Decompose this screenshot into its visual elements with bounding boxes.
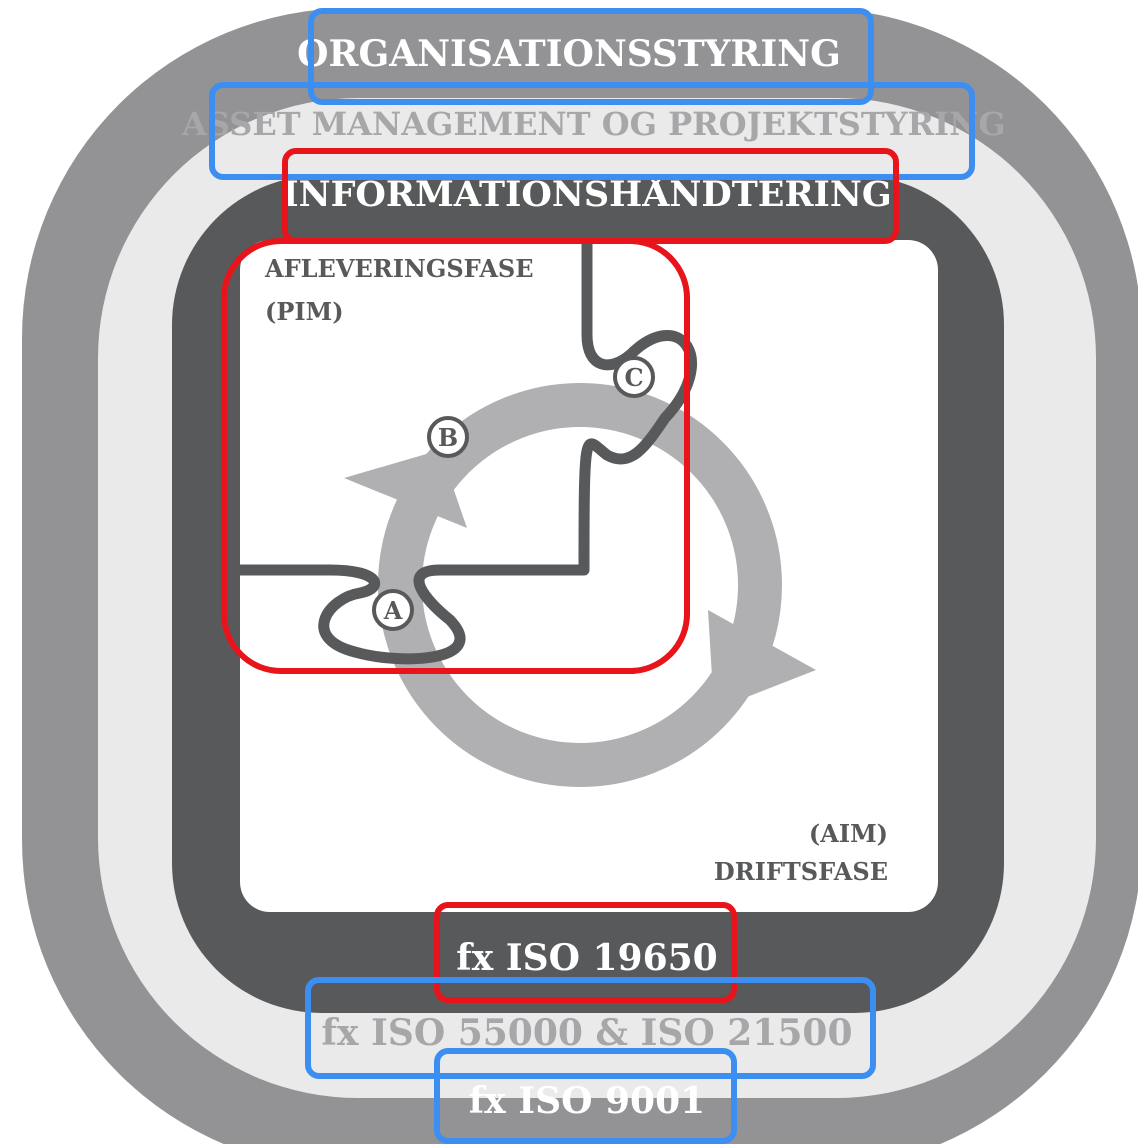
asset-management-standard: fx ISO 55000 & ISO 21500	[321, 1012, 853, 1054]
operation-phase-label: DRIFTSFASE	[713, 857, 888, 886]
point-a-label: A	[383, 596, 403, 625]
lifecycle-area	[240, 240, 938, 912]
highlight-organisation-title	[308, 8, 874, 105]
highlight-delivery-phase	[221, 238, 690, 674]
highlight-asset-management-standard	[305, 977, 876, 1079]
information-management-standard: fx ISO 19650	[456, 937, 718, 979]
delivery-phase-label: AFLEVERINGSFASE	[265, 254, 534, 283]
point-b-label: B	[438, 423, 458, 452]
organisation-title: ORGANISATIONSSTYRING	[297, 33, 841, 75]
cycle-arrow-left-icon	[344, 450, 467, 528]
lifecycle-cycle	[378, 383, 782, 787]
point-c-marker: C	[613, 356, 655, 398]
highlight-information-management-standard	[434, 902, 737, 1003]
point-b-marker: B	[427, 416, 469, 458]
highlight-asset-management-title	[209, 82, 975, 180]
organisation-standard: fx ISO 9001	[468, 1080, 706, 1122]
delivery-phase-model: (PIM)	[265, 297, 344, 326]
point-c-label: C	[624, 363, 643, 392]
information-management-title: INFORMATIONSHÅNDTERING	[282, 174, 892, 215]
information-flow-line	[234, 212, 697, 665]
cycle-arrow-right-icon	[708, 610, 816, 710]
asset-management-title: ASSET MANAGEMENT OG PROJEKTSTYRING	[182, 105, 1006, 143]
highlight-information-management-title	[282, 148, 899, 244]
highlight-organisation-standard	[434, 1048, 737, 1144]
operation-phase-model: (AIM)	[808, 819, 888, 848]
point-a-marker: A	[372, 589, 414, 631]
